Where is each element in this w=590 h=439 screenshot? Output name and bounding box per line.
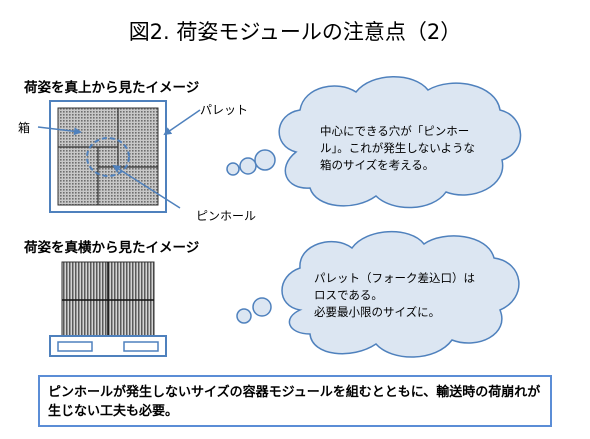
cloud-top-line-2: ル」。これが発生しないような — [320, 141, 476, 155]
boxes-top — [57, 107, 159, 206]
box-label: 箱 — [18, 121, 31, 135]
cloud-bottom-text: パレット（フォーク差込口）は ロスである。 必要最小限のサイズに。 — [314, 270, 475, 321]
summary-note: ピンホールが発生しないサイズの容器モジュールを組むとともに、輸送時の荷崩れが生じ… — [38, 375, 552, 427]
page-title: 図2. 荷姿モジュールの注意点（2） — [128, 20, 462, 44]
cloud-top-line-1: 中心にできる穴が「ピンホー — [320, 124, 470, 138]
side-view-heading: 荷姿を真横から見たイメージ — [24, 240, 200, 256]
boxes-side — [61, 261, 155, 339]
cloud-top-line-3: 箱のサイズを考える。 — [320, 158, 435, 172]
pallet-label: パレット — [200, 103, 249, 117]
top-view-heading: 荷姿を真上から見たイメージ — [24, 80, 200, 96]
cloud-bottom-line-2: ロスである。 — [314, 288, 383, 302]
thought-cloud-bottom — [236, 231, 520, 358]
cloud-bottom-line-1: パレット（フォーク差込口）は — [314, 271, 475, 285]
pinhole-circle — [86, 137, 130, 177]
pinhole-arrow — [112, 164, 181, 209]
pallet-arrow — [163, 109, 201, 136]
pinhole-label: ピンホール — [196, 209, 257, 223]
box-arrow — [37, 126, 82, 136]
cloud-bottom-line-3: 必要最小限のサイズに。 — [314, 305, 441, 319]
cloud-top-text: 中心にできる穴が「ピンホー ル」。これが発生しないような 箱のサイズを考える。 — [320, 123, 475, 174]
pallet-side — [49, 335, 167, 357]
thought-cloud-top — [226, 76, 522, 209]
